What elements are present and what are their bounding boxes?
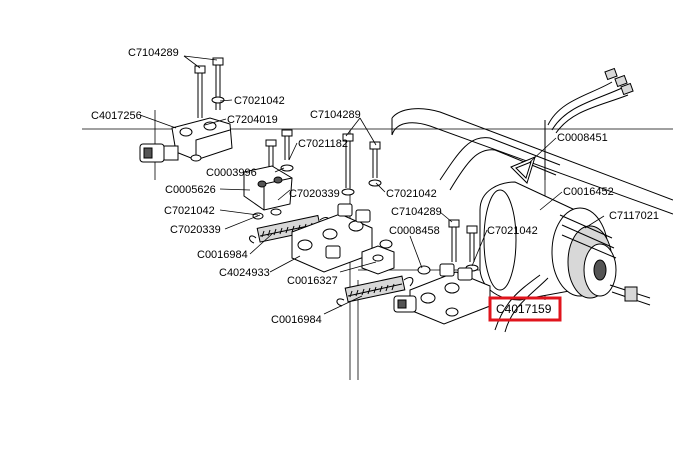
label-c4017159[interactable]: C4017159 [496,302,552,316]
label-c0016452: C0016452 [563,186,614,198]
spring-lower [336,275,414,307]
fitting [361,245,431,275]
mid-bolt-set [265,129,294,172]
middle-valve-body [291,203,393,273]
lower-valve-body [393,263,491,325]
label-c7117021: C7117021 [609,210,659,222]
label-c7104289-low: C7104289 [391,206,442,218]
label-c7021042-b: C7021042 [164,205,215,217]
label-c4017256: C4017256 [91,110,142,122]
electric-motor [479,181,651,333]
label-c0016984-a: C0016984 [197,249,248,261]
leader-lines [139,55,605,315]
label-c0005626: C0005626 [165,184,216,196]
highlight-box [488,296,562,322]
label-c0003996: C0003996 [206,167,257,179]
label-c7021042-a: C7021042 [234,95,285,107]
bolts-lower [448,219,479,272]
label-c7021182: C7021182 [298,138,348,150]
label-c7021042-c: C7021042 [386,188,437,200]
label-c0016327: C0016327 [287,275,338,287]
label-c4024933: C4024933 [219,267,270,279]
frame-tubing [391,67,673,215]
label-c0008458: C0008458 [389,225,440,237]
label-c7104289-top: C7104289 [128,47,179,59]
upper-valve-assembly [139,57,233,163]
label-c7020339-a: C7020339 [289,188,340,200]
label-c7021042-d: C7021042 [487,225,538,237]
label-c0008451: C0008451 [557,132,608,144]
mounting-block [243,165,293,220]
label-c7104289-mid: C7104289 [310,109,361,121]
label-c0016984-b: C0016984 [271,314,322,326]
label-c7204019: C7204019 [227,114,278,126]
label-c7020339-b: C7020339 [170,224,221,236]
part-labels: C7104289 C4017256 C7021042 C7204019 C702… [91,47,659,326]
